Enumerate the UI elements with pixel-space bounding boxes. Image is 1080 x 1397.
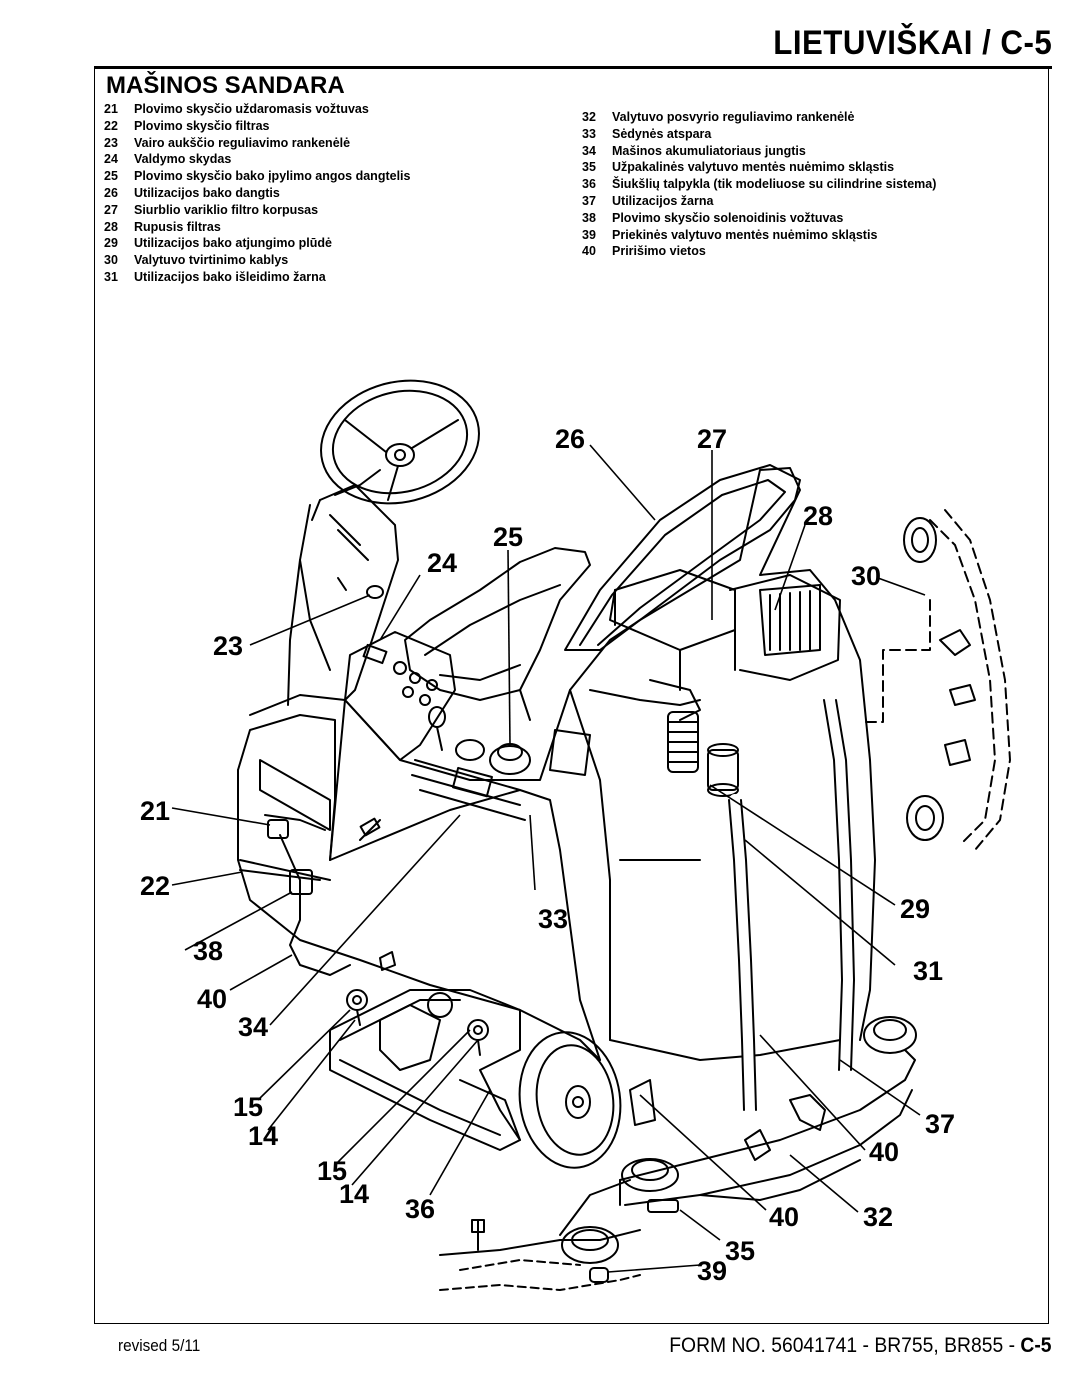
callout-label: 24 — [427, 548, 457, 578]
callout-label: 35 — [725, 1236, 755, 1266]
rear-squeegee-drawing — [619, 1016, 917, 1213]
steering-wheel-drawing — [320, 379, 480, 505]
callout-label: 15 — [317, 1156, 347, 1186]
scrub-deck-drawing — [329, 989, 521, 1151]
float-drawing — [707, 743, 739, 797]
form-number: FORM NO. 56041741 - BR755, BR855 - C-5 — [669, 1334, 1052, 1357]
callout-label: 29 — [900, 894, 930, 924]
side-squeegee-exploded-drawing — [859, 509, 1011, 851]
callout-leader-lines — [171, 444, 926, 1273]
callout-numbers: 26 27 28 25 24 30 23 21 22 33 29 38 31 4… — [140, 424, 955, 1286]
content-frame — [94, 66, 1049, 1324]
callout-label: 38 — [193, 936, 223, 966]
callout-label: 40 — [869, 1137, 899, 1167]
callout-label: 39 — [697, 1256, 727, 1286]
callout-label: 26 — [555, 424, 585, 454]
filter-cylinder-drawing — [667, 711, 699, 773]
callout-label: 36 — [405, 1194, 435, 1224]
callout-label: 37 — [925, 1109, 955, 1139]
callout-label: 31 — [913, 956, 943, 986]
callout-label: 28 — [803, 501, 833, 531]
callout-label: 21 — [140, 796, 170, 826]
header-rule — [94, 66, 1052, 69]
callout-label: 14 — [339, 1179, 369, 1209]
callout-label: 14 — [248, 1121, 278, 1151]
callout-label: 40 — [769, 1202, 799, 1232]
rear-wheel-drawing — [518, 1031, 622, 1169]
callout-label: 33 — [538, 904, 568, 934]
callout-label: 25 — [493, 522, 523, 552]
callout-label: 27 — [697, 424, 727, 454]
recovery-tank-drawing — [564, 464, 841, 721]
page-header-title: LIETUVIŠKAI / C-5 — [773, 24, 1052, 62]
revision-note: revised 5/11 — [118, 1336, 201, 1355]
callout-label: 40 — [197, 984, 227, 1014]
callout-label: 15 — [233, 1092, 263, 1122]
squeegee-detail-inset-drawing — [439, 1179, 641, 1291]
steering-column-drawing — [287, 484, 399, 706]
control-panel-drawing — [344, 631, 456, 761]
callout-label: 32 — [863, 1202, 893, 1232]
section-title: MAŠINOS SANDARA — [106, 72, 345, 99]
callout-label: 23 — [213, 631, 243, 661]
machine-body-drawing — [237, 467, 876, 1061]
callout-label: 22 — [140, 871, 170, 901]
callout-label: 34 — [238, 1012, 268, 1042]
callout-label: 30 — [851, 561, 881, 591]
